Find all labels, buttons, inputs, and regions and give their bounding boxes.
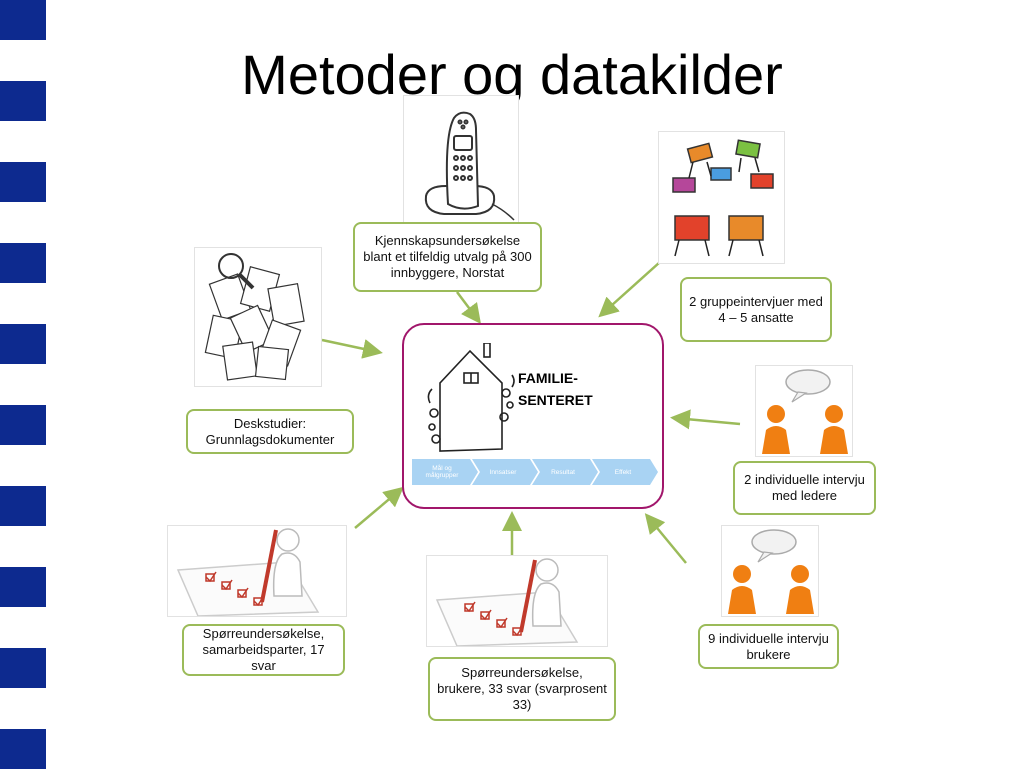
- arrow: [644, 513, 687, 564]
- side-square: [0, 567, 46, 607]
- side-square: [0, 0, 46, 40]
- phone-picture: [403, 95, 519, 225]
- checklist-picture-users: [426, 555, 608, 647]
- side-square: [0, 729, 46, 769]
- stage-chevrons: [412, 459, 658, 485]
- checklist-picture-partners: [167, 525, 347, 617]
- house-icon: [427, 343, 515, 452]
- checklist-icon: [176, 528, 320, 616]
- side-square: [0, 648, 46, 688]
- source-box-user-interviews: 9 individuelle intervju brukere: [698, 624, 839, 669]
- arrow: [670, 409, 741, 430]
- side-square: [0, 405, 46, 445]
- stage-label: Resultat: [551, 468, 575, 476]
- center-name-line: SENTERET: [518, 392, 593, 408]
- conversation-picture-users: [721, 525, 819, 617]
- stage-label: Effekt: [614, 468, 632, 476]
- arrow: [598, 261, 661, 318]
- side-square: [0, 81, 46, 121]
- family-center-box: FAMILIE- SENTERET Mål og målgrupper Inns…: [402, 323, 664, 509]
- side-square: [0, 243, 46, 283]
- conversation-icon: [728, 529, 814, 614]
- source-box-group-interviews: 2 gruppeintervjuer med 4 – 5 ansatte: [680, 277, 832, 342]
- side-square: [0, 324, 46, 364]
- conversation-picture-leaders: [755, 365, 853, 457]
- center-name-line: FAMILIE-: [518, 370, 578, 386]
- chairs-picture: [658, 131, 785, 264]
- papers-picture: [194, 247, 322, 387]
- source-box-partner-survey: Spørreundersøkelse, samarbeidsparter, 17…: [182, 624, 345, 676]
- document-pile-icon: [204, 253, 305, 381]
- stage-label: Innsatser: [489, 468, 517, 476]
- conversation-icon: [762, 369, 848, 454]
- source-box-public-survey: Kjennskapsundersøkelse blant et tilfeldi…: [353, 222, 542, 292]
- arrow: [321, 338, 383, 359]
- side-square: [0, 162, 46, 202]
- chairs-circle-icon: [672, 139, 774, 257]
- family-center-name: FAMILIE- SENTERET: [518, 367, 628, 411]
- arrow: [354, 486, 404, 529]
- phone-icon: [424, 111, 515, 221]
- source-box-desk-studies: Deskstudier: Grunnlagsdokumenter: [186, 409, 354, 454]
- side-square: [0, 486, 46, 526]
- source-box-leader-interviews: 2 individuelle intervju med ledere: [733, 461, 876, 515]
- checklist-icon: [435, 558, 579, 646]
- arrow: [456, 291, 481, 324]
- stage-label: Mål og målgrupper: [425, 465, 459, 479]
- source-box-user-survey: Spørreundersøkelse, brukere, 33 svar (sv…: [428, 657, 616, 721]
